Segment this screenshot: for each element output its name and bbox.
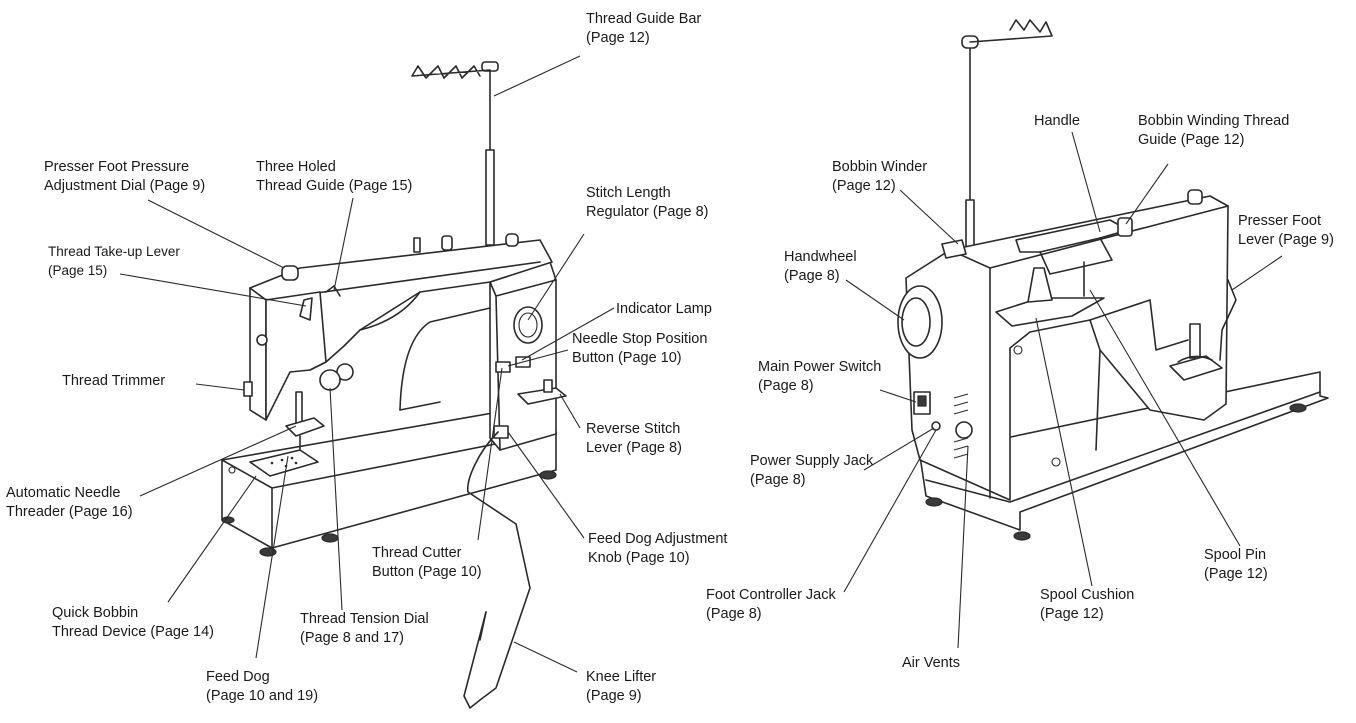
label-power-supply-jack: Power Supply Jack (Page 8) xyxy=(750,453,874,488)
label-spool-pin: Spool Pin (Page 12) xyxy=(1204,547,1268,582)
label-handwheel: Handwheel (Page 8) xyxy=(784,249,857,284)
label-three-holed-thread-guide: Three Holed Thread Guide (Page 15) xyxy=(256,159,413,194)
label-thread-guide-bar: Thread Guide Bar (Page 12) xyxy=(586,11,702,46)
label-bobbin-winding-thread-guide: Bobbin Winding Thread Guide (Page 12) xyxy=(1138,113,1290,148)
label-thread-tension-dial: Thread Tension Dial (Page 8 and 17) xyxy=(300,611,429,646)
label-needle-stop-position-button: Needle Stop Position Button (Page 10) xyxy=(572,331,708,366)
label-foot-controller-jack: Foot Controller Jack (Page 8) xyxy=(706,587,836,622)
label-feed-dog-adjustment-knob: Feed Dog Adjustment Knob (Page 10) xyxy=(588,531,728,566)
leader-lines xyxy=(119,55,1283,673)
label-quick-bobbin-thread-device: Quick Bobbin Thread Device (Page 14) xyxy=(52,605,214,640)
label-knee-lifter: Knee Lifter (Page 9) xyxy=(586,669,657,704)
label-thread-take-up-lever: Thread Take-up Lever (Page 15) xyxy=(48,244,180,278)
label-thread-cutter-button: Thread Cutter Button (Page 10) xyxy=(372,545,482,580)
label-indicator-lamp: Indicator Lamp xyxy=(616,301,712,317)
label-main-power-switch: Main Power Switch (Page 8) xyxy=(758,359,882,394)
label-automatic-needle-threader: Automatic Needle Threader (Page 16) xyxy=(6,485,133,520)
label-reverse-stitch-lever: Reverse Stitch Lever (Page 8) xyxy=(586,421,682,456)
label-air-vents: Air Vents xyxy=(902,655,961,671)
sewing-machine-front-illustration xyxy=(221,61,567,709)
label-handle: Handle xyxy=(1034,113,1080,129)
sewing-machine-rear-illustration xyxy=(897,19,1329,541)
label-presser-foot-lever: Presser Foot Lever (Page 9) xyxy=(1238,213,1334,248)
label-presser-foot-pressure-dial: Presser Foot Pressure Adjustment Dial (P… xyxy=(44,159,206,194)
label-stitch-length-regulator: Stitch Length Regulator (Page 8) xyxy=(586,185,709,220)
label-bobbin-winder: Bobbin Winder (Page 12) xyxy=(832,159,928,194)
label-thread-trimmer: Thread Trimmer xyxy=(62,373,166,389)
label-feed-dog: Feed Dog (Page 10 and 19) xyxy=(206,669,319,704)
label-spool-cushion: Spool Cushion (Page 12) xyxy=(1040,587,1135,622)
